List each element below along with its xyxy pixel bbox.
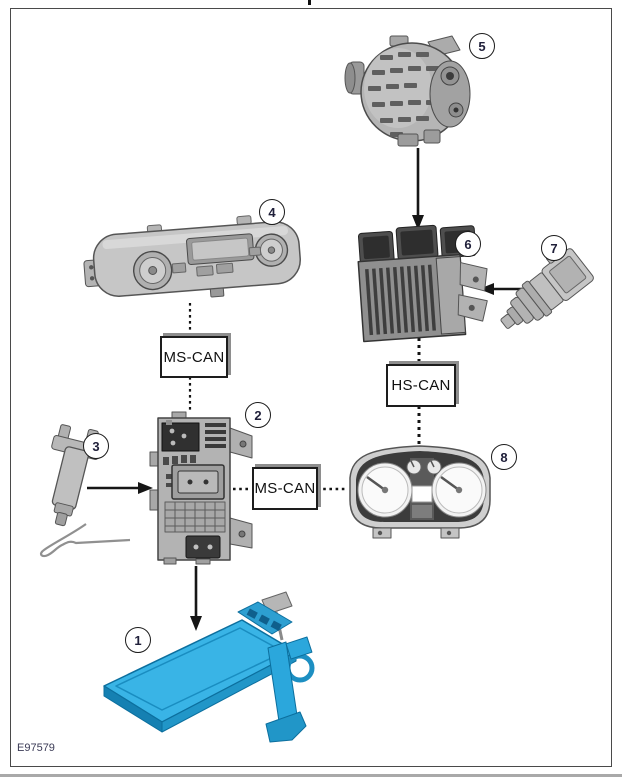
callout-3-ambient-sensor: 3: [83, 433, 109, 459]
pcm-cooling-fins: [365, 264, 436, 336]
page-bottom-rule: [0, 774, 622, 777]
callout-6-pcm: 6: [455, 231, 481, 257]
arrow-fusebox-to-heater: [190, 566, 202, 631]
figure-reference-code: E97579: [17, 742, 55, 754]
solid-arrows: [87, 148, 541, 631]
climate-control-panel-illustration: [83, 215, 301, 298]
fuse-box-top-slots: [205, 423, 226, 448]
callout-1-heater-element: 1: [125, 627, 151, 653]
pcm-illustration: [357, 224, 488, 343]
instrument-cluster-illustration: [349, 445, 491, 539]
generator-vent-slots: [368, 52, 439, 137]
hs-can-bus-label: HS-CAN: [386, 364, 456, 407]
page-top-tick-mark: [308, 0, 311, 5]
callout-5-generator: 5: [469, 33, 495, 59]
sensor-wire-clip: [39, 523, 131, 558]
arrow-generator-to-pcm: [412, 148, 424, 230]
heater-element-illustration: [103, 591, 315, 743]
heater-connector-teeth: [246, 608, 282, 631]
callout-4-climate-control: 4: [259, 199, 285, 225]
diagram-border-frame: [10, 8, 612, 767]
fuse-box-illustration: [149, 411, 253, 565]
callout-2-fuse-box: 2: [245, 402, 271, 428]
callout-8-instrument-cluster: 8: [491, 444, 517, 470]
ms-can-bus-label-upper: MS-CAN: [160, 336, 228, 378]
callout-7-temp-sensor: 7: [541, 235, 567, 261]
fuse-box-fuse-grid: [164, 501, 226, 533]
ms-can-bus-label-lower: MS-CAN: [252, 467, 318, 510]
generator-illustration: [344, 35, 471, 147]
temperature-sensor-illustration: [500, 248, 594, 329]
arrow-sensor-to-fusebox: [87, 482, 153, 494]
